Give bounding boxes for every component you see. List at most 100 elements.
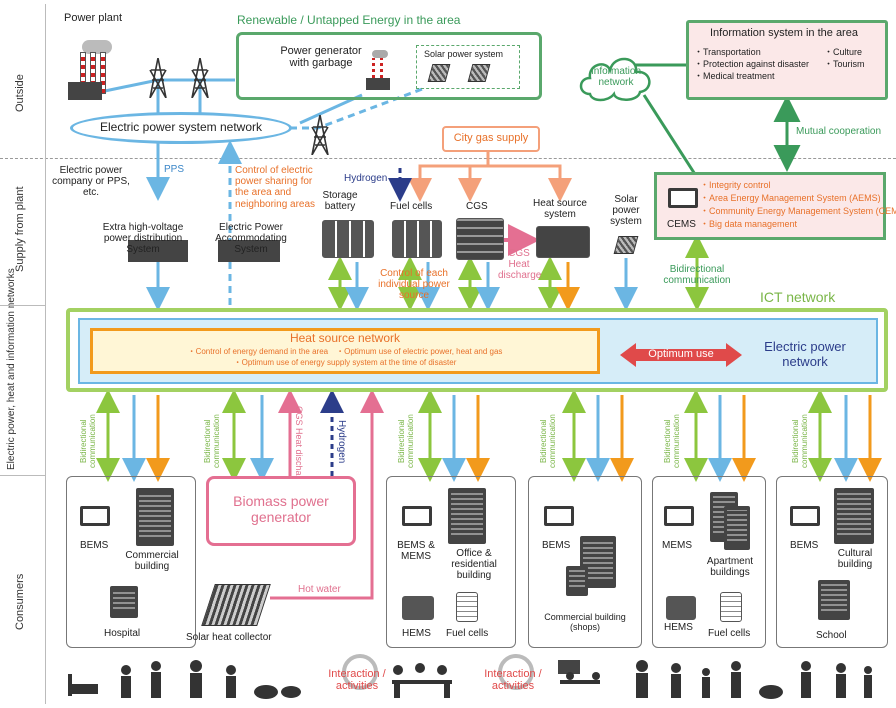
bems-label-5: BEMS bbox=[790, 540, 819, 551]
cems-monitor-icon bbox=[668, 188, 698, 208]
bidir-label-1: Bidirectional communication bbox=[79, 414, 97, 468]
apartment-building-icon-2 bbox=[724, 506, 750, 550]
band-divider-outside bbox=[0, 158, 896, 159]
pylon-icon-2 bbox=[190, 57, 210, 99]
cgs-icon bbox=[456, 218, 504, 260]
fuel-cell-device-icon-1 bbox=[456, 592, 478, 622]
renewable-box bbox=[236, 32, 542, 100]
bems-monitor-icon-5 bbox=[790, 506, 820, 526]
school-label: School bbox=[816, 630, 847, 641]
solar-heat-label: Solar heat collector bbox=[186, 632, 272, 643]
info-item-2: ・Medical treatment bbox=[694, 71, 775, 81]
fuel-cells-icon bbox=[392, 220, 442, 258]
bems-monitor-icon-2 bbox=[402, 506, 432, 526]
info-item-3: ・Culture bbox=[824, 47, 863, 57]
band-tick-2 bbox=[0, 475, 45, 476]
consumer-box-school bbox=[776, 476, 888, 648]
band-divider-left bbox=[45, 4, 46, 704]
pylon-icon-1 bbox=[148, 57, 168, 99]
heat-network-line2: ・Optimum use of energy supply system at … bbox=[233, 358, 457, 367]
bidir-label-2: Bidirectional communication bbox=[203, 414, 221, 468]
bems-label-1: BEMS bbox=[80, 540, 109, 551]
shops-building-icon-2 bbox=[566, 566, 588, 596]
bems-monitor-icon-1 bbox=[80, 506, 110, 526]
solar-system-dashed-box bbox=[416, 45, 520, 89]
mutual-cooperation-label: Mutual cooperation bbox=[796, 126, 882, 137]
bidir-label-3: Bidirectional communication bbox=[397, 414, 415, 468]
consumer-box-commercial bbox=[66, 476, 196, 648]
biomass-box bbox=[206, 476, 356, 546]
optimum-arrow bbox=[620, 343, 742, 367]
people-silhouettes-left bbox=[66, 656, 316, 700]
cgs-heat-label: CGS Heat discharge bbox=[498, 248, 542, 282]
fuel-cells-label-2: Fuel cells bbox=[708, 628, 751, 639]
hems-device-icon bbox=[402, 596, 434, 620]
fuel-cell-device-icon-2 bbox=[720, 592, 742, 622]
info-item-1: ・Protection against disaster bbox=[694, 59, 810, 69]
cems-item-1: ・Area Energy Management System (AEMS) bbox=[700, 193, 881, 203]
mems-label: MEMS bbox=[662, 540, 692, 551]
fuel-cells-label: Fuel cells bbox=[390, 201, 433, 212]
interaction-cycle-icon-2 bbox=[498, 654, 534, 690]
office-building-icon bbox=[448, 488, 486, 544]
optimum-label: Optimum use bbox=[648, 348, 714, 360]
accommodating-label: Electric Power Accommodating System bbox=[215, 222, 287, 256]
accommodating-box bbox=[218, 240, 280, 262]
cems-item-2: ・Community Energy Management System (CEM… bbox=[700, 206, 896, 216]
shops-building-icon bbox=[580, 536, 616, 588]
heat-network-line1: ・Control of energy demand in the area ・O… bbox=[187, 347, 503, 356]
hems-device-icon-2 bbox=[666, 596, 696, 620]
cultural-building-icon bbox=[834, 488, 874, 544]
hems-label-1: HEMS bbox=[402, 628, 431, 639]
extra-hv-box bbox=[128, 240, 188, 262]
garbage-gen-label: Power generator with garbage bbox=[280, 45, 362, 70]
interaction-label-2: Interaction / activities bbox=[484, 668, 542, 693]
bidir-label-6: Bidirectional communication bbox=[791, 414, 809, 468]
solar-system-label: Solar power system bbox=[424, 49, 504, 59]
bidir-label-4: Bidirectional communication bbox=[539, 414, 557, 468]
renewable-title: Renewable / Untapped Energy in the area bbox=[237, 13, 461, 27]
apartment-label: Apartment buildings bbox=[706, 556, 754, 579]
pps-label: PPS bbox=[164, 164, 185, 175]
consumer-box-apartment bbox=[652, 476, 766, 648]
people-silhouettes-right bbox=[556, 656, 886, 700]
cultural-label: Cultural building bbox=[837, 548, 873, 571]
office-label: Office & residential building bbox=[451, 548, 497, 582]
band-tick-1 bbox=[0, 305, 45, 306]
fuel-cells-label-1: Fuel cells bbox=[446, 628, 489, 639]
storage-battery-icon bbox=[322, 220, 374, 258]
hems-label-2: HEMS bbox=[664, 622, 693, 633]
company-label: Electric power company or PPS, etc. bbox=[52, 165, 130, 199]
grid-network-ellipse bbox=[70, 112, 292, 144]
info-network-label: Information network bbox=[590, 66, 642, 89]
info-system-title: Information system in the area bbox=[710, 27, 858, 39]
city-gas-box bbox=[442, 126, 540, 152]
control-each-label: Control of each individual power source bbox=[378, 268, 450, 302]
hospital-label: Hospital bbox=[104, 628, 141, 639]
electric-network-label: Electric power network bbox=[764, 339, 846, 369]
cloud-icon bbox=[576, 48, 656, 104]
mems-monitor-icon bbox=[664, 506, 694, 526]
bems-mems-label: BEMS & MEMS bbox=[397, 540, 435, 563]
info-system-box bbox=[686, 20, 888, 100]
heat-source-icon bbox=[536, 226, 590, 258]
consumer-box-shops bbox=[528, 476, 642, 648]
commercial-building-icon bbox=[136, 488, 174, 546]
info-item-4: ・Tourism bbox=[824, 59, 865, 69]
city-gas-label: City gas supply bbox=[453, 132, 529, 144]
ict-network-label: ICT network bbox=[760, 289, 836, 305]
info-item-0: ・Transportation bbox=[694, 47, 761, 57]
bems-label-3: BEMS bbox=[542, 540, 571, 551]
heat-network-title: Heat source network bbox=[289, 331, 401, 345]
extra-hv-label: Extra high-voltage power distribution Sy… bbox=[102, 222, 184, 256]
cems-item-0: ・Integrity control bbox=[700, 180, 771, 190]
bidir-label-5: Bidirectional communication bbox=[663, 414, 681, 468]
cgs-label: CGS bbox=[466, 201, 488, 212]
pylon-icon-3 bbox=[310, 114, 330, 156]
solar-power-system-label: Solar power system bbox=[610, 194, 642, 228]
hydrogen-vertical-label: Hydrogen bbox=[336, 420, 348, 464]
garbage-plant-icon bbox=[366, 46, 390, 90]
commercial-shops-label: Commercial building (shops) bbox=[544, 612, 626, 633]
people-meeting-icon bbox=[384, 660, 464, 700]
commercial-building-label: Commercial building bbox=[125, 550, 179, 573]
